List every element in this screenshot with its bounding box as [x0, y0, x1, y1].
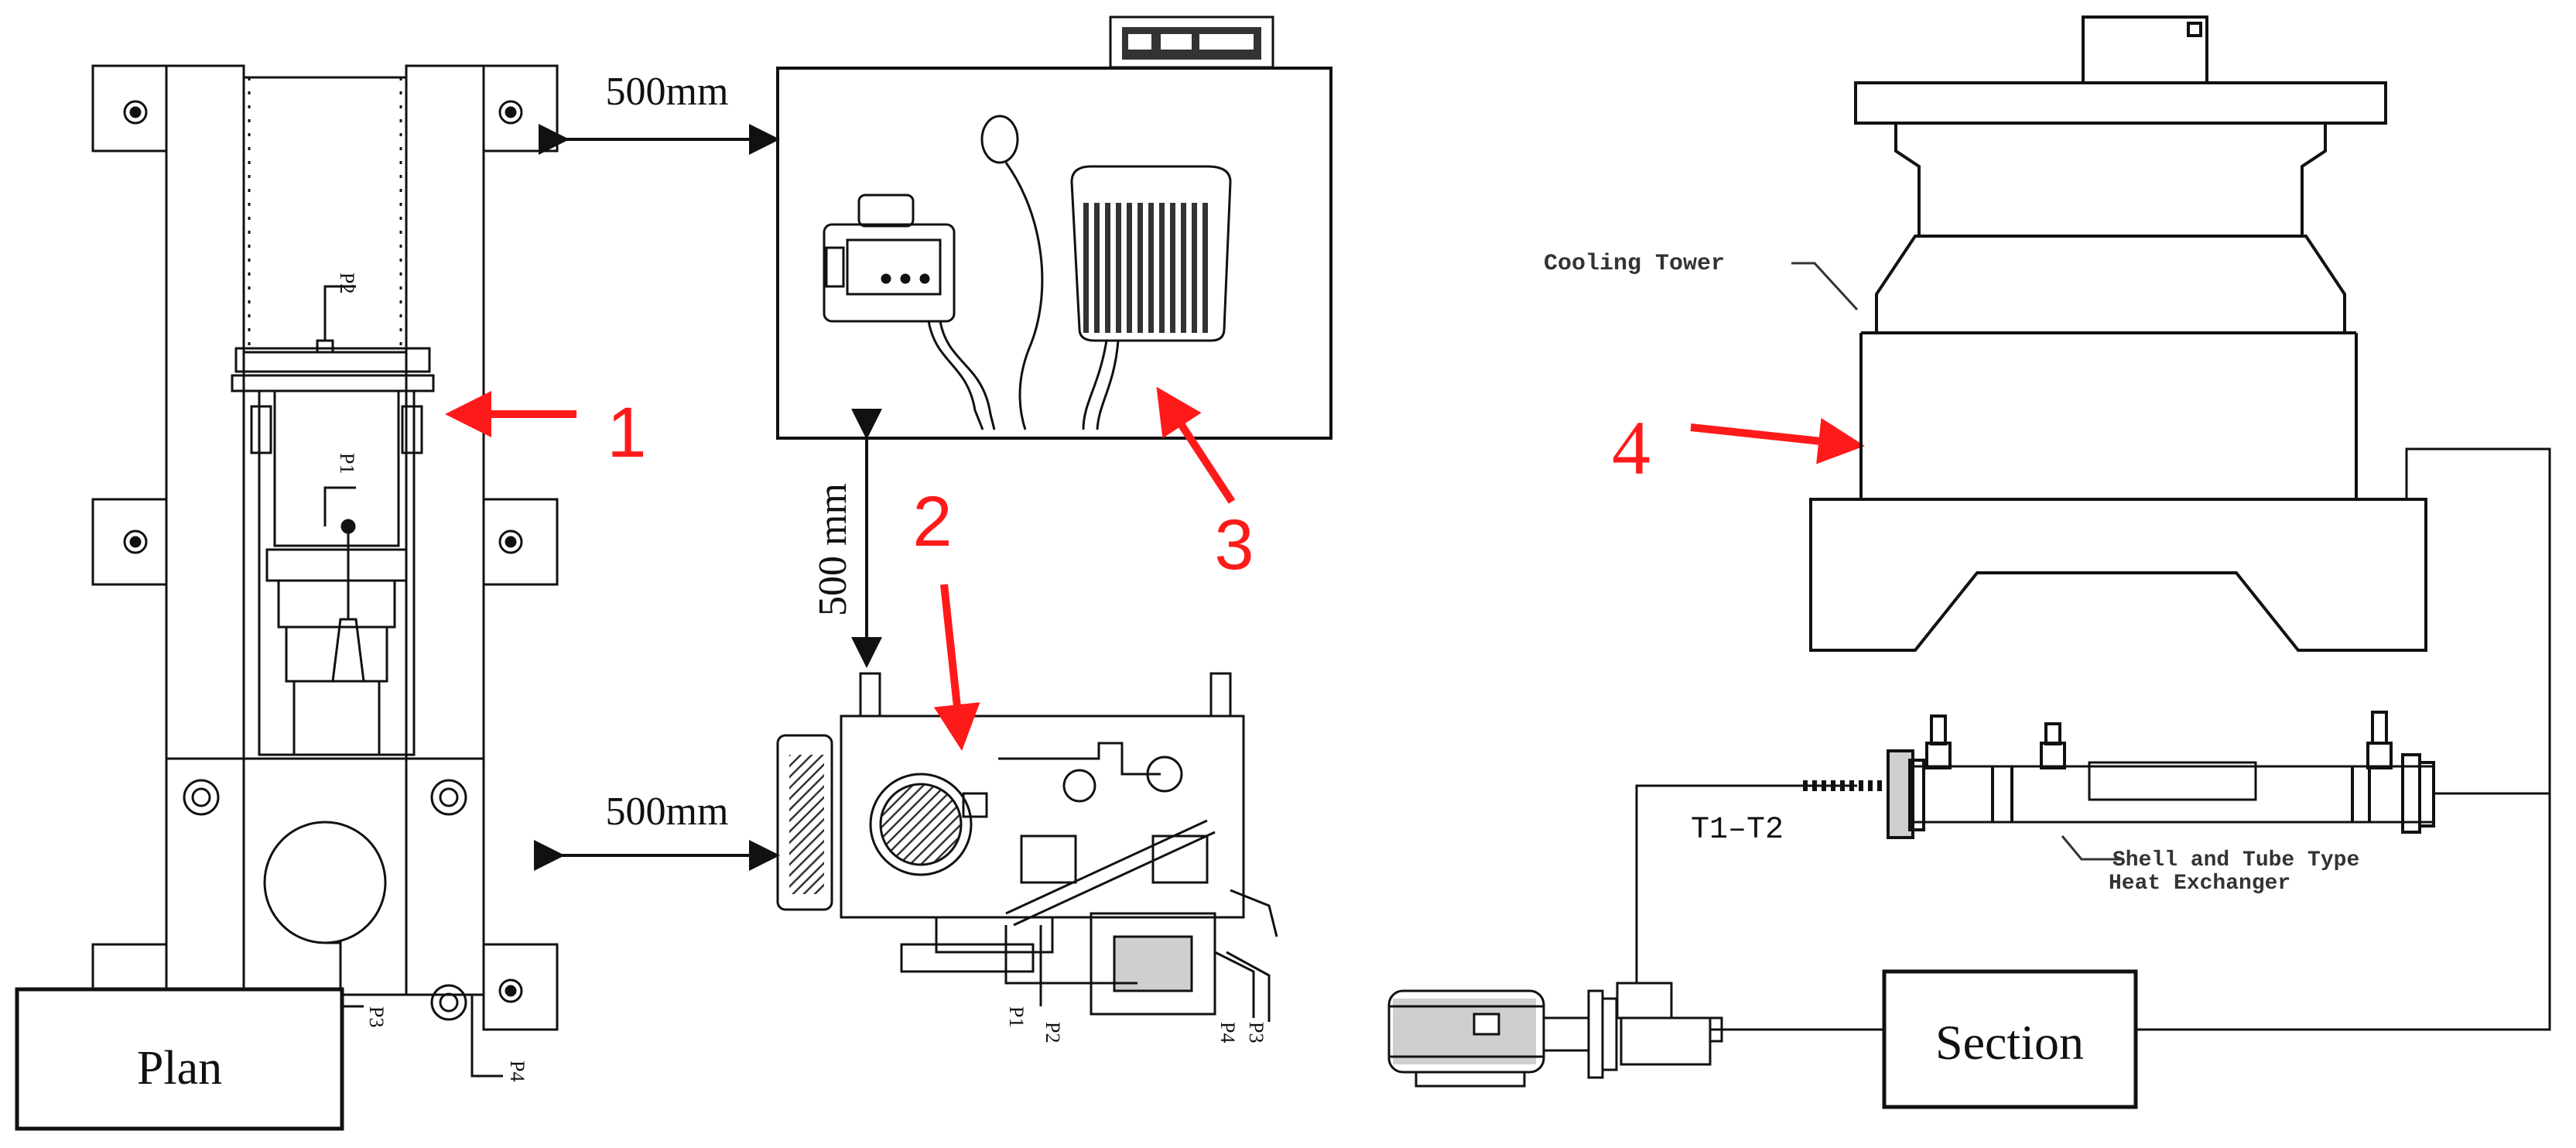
coolant-pipe [1635, 784, 1857, 983]
coolant-pipe-return [2405, 447, 2551, 795]
arrow-icon [933, 584, 980, 751]
plan-view [91, 64, 559, 1078]
control-panel [776, 15, 1332, 440]
plan-port-label-p2: P2 [336, 272, 358, 293]
callout-1-label: 1 [607, 393, 646, 472]
heat-exchanger-label-line1: Shell and Tube Type [2112, 848, 2359, 872]
motor-icon [1387, 989, 1618, 1088]
actuator-body [258, 389, 416, 756]
callout-4-label: 4 [1612, 405, 1651, 491]
frame-right-rail [405, 64, 485, 996]
callout-3-label: 3 [1214, 505, 1254, 584]
probe-sensor [980, 115, 1044, 430]
callout-4: 4 [1612, 405, 1865, 491]
dimension-top-label: 500mm [606, 70, 729, 114]
display-unit [823, 194, 996, 430]
heat-exchanger [1803, 711, 2435, 839]
cooling-tower-label: Cooling Tower [1544, 251, 1725, 277]
dimension-bottom: 500mm [534, 790, 780, 871]
coolant-pipe-right [2136, 793, 2551, 1031]
arrow-icon [1156, 386, 1236, 504]
hydraulic-manifold-plate [840, 715, 1245, 919]
callout-1: 1 [445, 391, 647, 472]
unit-port-label-p3: P3 [1245, 1022, 1267, 1043]
plan-port-label-p3: P3 [365, 1006, 388, 1027]
hydraulic-unit [776, 672, 1278, 1022]
control-panel-enclosure [776, 67, 1332, 440]
section-view [1387, 15, 2551, 1088]
base-block [165, 757, 485, 996]
plan-label: Plan [137, 1042, 222, 1095]
load-plate [263, 821, 387, 944]
fan-icon [1083, 203, 1211, 333]
unit-port-label-p2: P2 [1042, 1022, 1064, 1043]
pump-icon [1616, 982, 1723, 1066]
plan-port-label-p1: P1 [336, 453, 358, 474]
plan-port-label-p4: P4 [506, 1061, 529, 1081]
section-label: Section [1935, 1015, 2084, 1070]
filter-icon [869, 773, 973, 876]
dimension-bottom-label: 500mm [606, 790, 729, 834]
unit-port-label-p1: P1 [1005, 1006, 1028, 1027]
callout-2-label: 2 [912, 482, 952, 561]
frame-left-rail [165, 64, 245, 996]
callout-2: 2 [912, 482, 980, 751]
cooling-tower [1809, 15, 2427, 652]
callout-3: 3 [1156, 386, 1254, 584]
plan-label-box [15, 987, 344, 1131]
arrow-icon [1690, 417, 1865, 464]
sensor-label: T1–T2 [1691, 813, 1784, 848]
unit-port-label-p4: P4 [1216, 1022, 1239, 1043]
section-label-box [1882, 969, 2138, 1109]
dimension-top: 500mm [539, 70, 780, 155]
mounting-foot [91, 64, 559, 1031]
dimension-vertical-label: 500 mm [811, 483, 855, 616]
fan-unit [1070, 165, 1232, 430]
dimension-vertical: 500 mm [811, 409, 882, 668]
motor-icon [1113, 935, 1193, 992]
heat-exchanger-label-line2: Heat Exchanger [2109, 872, 2290, 896]
